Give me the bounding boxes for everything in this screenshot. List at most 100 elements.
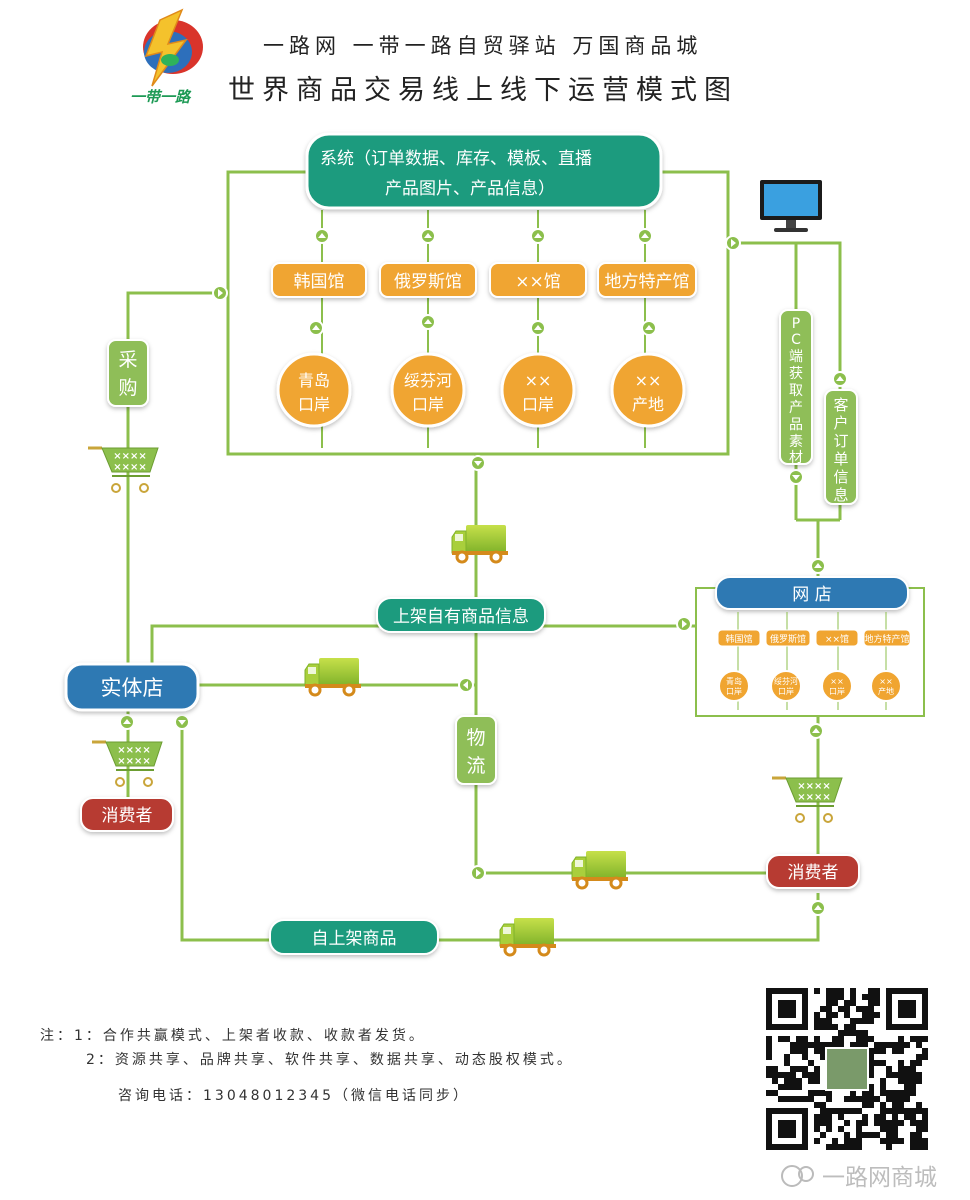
qr-module	[898, 1060, 904, 1066]
qr-module	[868, 1072, 874, 1078]
qr-module	[862, 1030, 868, 1036]
qr-module	[880, 1102, 886, 1108]
qr-module	[910, 1138, 916, 1144]
qr-module	[850, 988, 856, 994]
port-row: 青岛 口岸 绥芬河 口岸 ×× 口岸 ×× 产地	[276, 352, 686, 428]
cart-mark: ××××	[113, 451, 147, 462]
pc-char: 材	[789, 450, 803, 466]
pavilion-russia[interactable]: 俄罗斯馆	[379, 262, 477, 298]
port-label: 口岸	[412, 395, 444, 414]
arrow-right-icon	[470, 865, 486, 881]
port-xx[interactable]: ×× 口岸	[500, 352, 576, 428]
order-char: 订	[833, 432, 848, 450]
qr-module	[796, 1084, 802, 1090]
qr-module	[922, 1120, 928, 1126]
customer-order-label: 客 户 订 单 信 息	[824, 389, 858, 505]
port-qingdao[interactable]: 青岛 口岸	[276, 352, 352, 428]
physical-store-box[interactable]: 实体店	[64, 662, 200, 712]
qr-module	[868, 1018, 874, 1024]
qr-module	[850, 1000, 856, 1006]
qr-module	[838, 1108, 844, 1114]
listing-info-label[interactable]: 上架自有商品信息	[376, 597, 546, 633]
pc-char: P	[792, 316, 800, 332]
qr-module	[820, 1024, 826, 1030]
system-box[interactable]: 系统（订单数据、库存、模板、直播 产品图片、产品信息）	[305, 132, 663, 210]
qr-module	[796, 1066, 802, 1072]
qr-module	[898, 1042, 904, 1048]
qr-module	[910, 1120, 916, 1126]
arrow-up-icon	[810, 900, 826, 916]
qr-module	[808, 1060, 814, 1066]
qr-module	[790, 1066, 796, 1072]
qr-module	[772, 1072, 778, 1078]
qr-module	[844, 1120, 850, 1126]
qr-module	[820, 1048, 826, 1054]
qr-module	[814, 1024, 820, 1030]
qr-module	[790, 1078, 796, 1084]
qr-module	[862, 1102, 868, 1108]
qr-module	[844, 1138, 850, 1144]
order-char: 息	[833, 486, 848, 504]
qr-module	[820, 1120, 826, 1126]
qr-module	[826, 994, 832, 1000]
online-store-box[interactable]: 网 店 韩国馆 俄罗斯馆 ××馆 地方特产馆 青岛 口岸 绥芬河 口岸 ×× 口…	[715, 576, 911, 710]
qr-module	[790, 1096, 796, 1102]
qr-module	[814, 1048, 820, 1054]
pc-char: C	[791, 332, 801, 348]
qr-module	[922, 1048, 928, 1054]
qr-module	[820, 1006, 826, 1012]
qr-module	[838, 1144, 844, 1150]
qr-module	[856, 1126, 862, 1132]
qr-module	[868, 1000, 874, 1006]
mini-port-label: ××	[830, 677, 843, 686]
qr-module	[916, 1072, 922, 1078]
qr-module	[898, 1096, 904, 1102]
qr-module	[856, 1138, 862, 1144]
qr-module	[832, 1012, 838, 1018]
order-char: 信	[833, 468, 848, 486]
system-line-2: 产品图片、产品信息）	[385, 179, 555, 199]
cart-mark: ××××	[113, 462, 147, 473]
qr-module	[820, 1054, 826, 1060]
qr-module	[814, 1018, 820, 1024]
qr-module	[766, 1090, 772, 1096]
qr-module	[910, 1114, 916, 1120]
self-listed-label[interactable]: 自上架商品	[269, 919, 439, 955]
arrow-up-icon	[530, 320, 546, 336]
port-origin[interactable]: ×× 产地	[610, 352, 686, 428]
qr-module	[814, 1066, 820, 1072]
port-label: 青岛	[298, 371, 330, 390]
qr-module	[898, 1108, 904, 1114]
qr-module	[826, 1012, 832, 1018]
qr-module	[796, 1078, 802, 1084]
qr-module	[814, 1042, 820, 1048]
qr-module	[868, 1090, 874, 1096]
consumer-left-box[interactable]: 消费者	[80, 797, 174, 832]
qr-module	[826, 1006, 832, 1012]
consumer-right-box[interactable]: 消费者	[766, 854, 860, 889]
qr-module	[790, 1072, 796, 1078]
qr-module	[832, 994, 838, 1000]
mini-port-label: 口岸	[829, 687, 845, 696]
qr-module	[916, 1126, 922, 1132]
qr-module	[910, 1132, 916, 1138]
qr-module	[808, 1072, 814, 1078]
pavilion-xx[interactable]: ××馆	[489, 262, 587, 298]
mini-port-label: 口岸	[726, 687, 742, 696]
port-suifenhe[interactable]: 绥芬河 口岸	[390, 352, 466, 428]
purchase-label: 采 购	[107, 339, 149, 407]
pavilion-korea[interactable]: 韩国馆	[271, 262, 367, 298]
qr-module	[772, 1078, 778, 1084]
qr-code-icon[interactable]	[762, 984, 932, 1154]
listing-info-text: 上架自有商品信息	[393, 607, 529, 627]
qr-module	[874, 1120, 880, 1126]
qr-finder	[778, 1120, 796, 1138]
qr-module	[916, 1060, 922, 1066]
qr-module	[898, 1072, 904, 1078]
qr-module	[838, 1126, 844, 1132]
pavilion-local-specialty[interactable]: 地方特产馆	[597, 262, 697, 298]
qr-module	[874, 1012, 880, 1018]
logistics-char: 物	[466, 727, 485, 749]
qr-module	[862, 1012, 868, 1018]
